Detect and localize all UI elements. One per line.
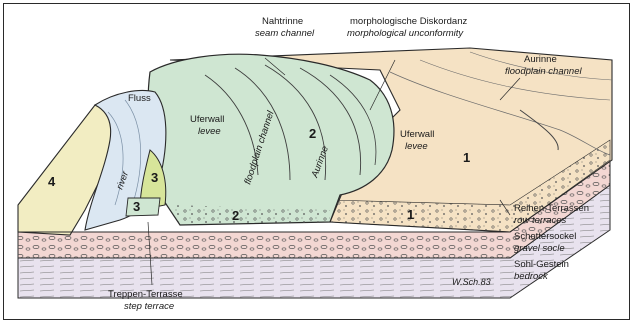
label-diskordanz-en: morphological unconformity — [347, 28, 464, 39]
terrace-number-3-small: 3 — [133, 199, 140, 214]
label-nahtrinne-en: seam channel — [255, 28, 315, 39]
label-treppen-de: Treppen-Terrasse — [108, 289, 183, 300]
label-nahtrinne-de: Nahtrinne — [262, 16, 303, 27]
terrace-number-2-upper: 2 — [309, 126, 316, 141]
terrace-number-3: 3 — [151, 170, 158, 185]
label-sohl-en: bedrock — [514, 271, 549, 282]
label-treppen-en: step terrace — [124, 301, 174, 312]
terrace-number-1-lower: 1 — [407, 207, 414, 222]
terrace-number-1-upper: 1 — [463, 150, 470, 165]
terrace-number-4: 4 — [48, 174, 56, 189]
label-reihen-en: row terraces — [514, 215, 567, 226]
label-sohl-de: Sohl-Gestein — [514, 259, 569, 270]
label-schotter-de: Schottersockel — [514, 231, 576, 242]
terrace-number-2-lower: 2 — [232, 208, 239, 223]
label-fluss: Fluss — [128, 93, 151, 104]
label-uferwall-right-en: levee — [405, 141, 428, 152]
label-uferwall-left-de: Uferwall — [190, 114, 224, 125]
label-reihen-de: Reihen-Terrassen — [514, 203, 589, 214]
label-schotter-en: gravel socle — [514, 243, 565, 254]
label-uferwall-right-de: Uferwall — [400, 129, 434, 140]
author-signature: W.Sch.83 — [452, 277, 491, 287]
label-aurinne-en: floodplain channel — [505, 66, 582, 77]
label-diskordanz-de: morphologische Diskordanz — [350, 16, 467, 27]
label-aurinne-de: Aurinne — [524, 54, 557, 65]
label-uferwall-left-en: levee — [198, 126, 221, 137]
